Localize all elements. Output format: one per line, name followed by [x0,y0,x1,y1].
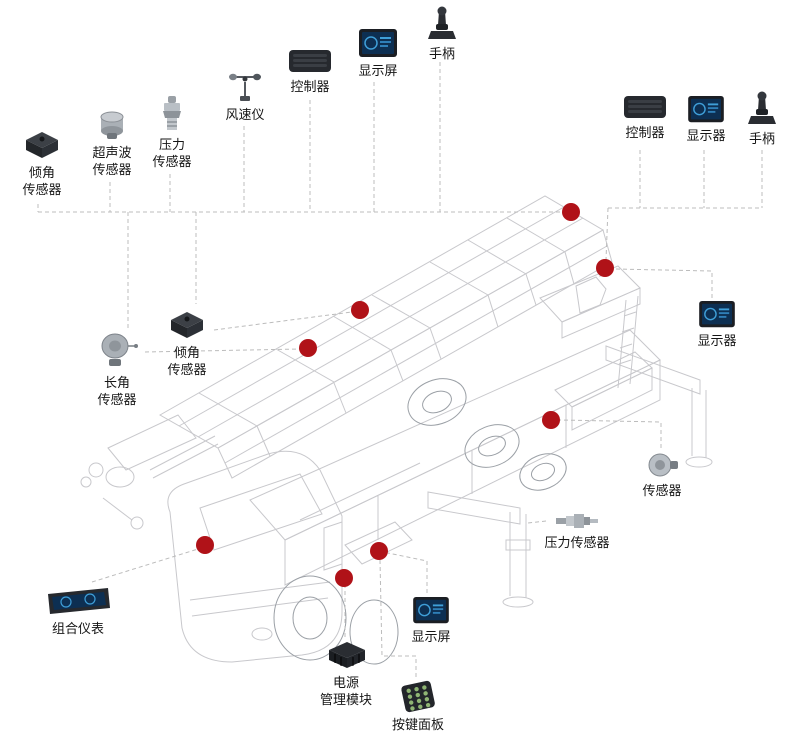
component-label: 长角 传感器 [97,376,137,408]
display-icon [358,28,398,60]
component-label: 电源 管理模块 [319,676,372,708]
component-label: 手柄 [428,47,455,62]
component-pressure-sensor-top: 压力 传感器 [144,94,200,171]
boom [158,195,613,479]
display-icon [698,300,736,330]
component-label: 压力传感器 [544,536,610,551]
component-label: 控制器 [625,126,665,141]
mount-point-dot [351,301,369,319]
tilt-sensor-icon [165,306,209,342]
instrument-cluster-icon [44,584,112,618]
mount-point-dot [596,259,614,277]
component-display-top: 显示屏 [350,28,406,80]
component-ultrasonic-sensor: 超声波 传感器 [84,108,140,179]
component-label: 压力 传感器 [152,138,192,170]
component-keypad: 按键面板 [382,678,454,734]
pressure-sensor-icon [157,94,187,134]
chassis [249,329,661,586]
cab [167,450,343,663]
component-controller-top: 控制器 [282,46,338,96]
keypad-icon [397,678,439,714]
mount-point-dot [542,411,560,429]
component-tilt-sensor-mid: 倾角 传感器 [156,306,218,379]
round-sensor-icon [644,450,680,480]
component-label: 风速仪 [225,108,265,123]
component-display-right: 显示器 [690,300,744,350]
component-label: 显示屏 [358,64,398,79]
component-label: 组合仪表 [51,622,104,637]
component-anemometer: 风速仪 [216,68,274,124]
component-label: 倾角 传感器 [22,166,62,198]
draw-wire-sensor-icon [95,330,139,372]
component-label: 控制器 [290,80,330,95]
display-icon [687,95,725,125]
connector-lines [37,62,763,677]
mount-point-dot [335,569,353,587]
component-joystick-topright: 手柄 [738,90,786,148]
component-instrument-cluster: 组合仪表 [38,584,118,638]
component-controller-topright: 控制器 [616,92,674,142]
pressure-sensor-icon [554,510,600,532]
component-tilt-sensor-top: 倾角 传感器 [10,126,74,199]
ultrasonic-sensor-icon [93,108,131,142]
power-module-icon [323,638,369,672]
component-label: 显示器 [686,129,726,144]
mount-point-dot [370,542,388,560]
component-label: 按键面板 [391,718,444,733]
joystick-icon [427,5,457,43]
mount-points [196,203,614,587]
controller-icon [622,92,668,122]
tilt-sensor-icon [20,126,64,162]
outriggers [427,345,713,608]
operator-platform [539,262,641,389]
component-label: 手柄 [748,132,775,147]
mount-point-dot [196,536,214,554]
component-sensor-right: 传感器 [636,450,688,500]
component-joystick-top: 手柄 [416,5,468,63]
component-display-bottom: 显示屏 [402,596,460,646]
anemometer-icon [227,68,263,104]
component-pressure-sensor-right: 压力传感器 [532,510,622,552]
component-draw-wire-sensor: 长角 传感器 [86,330,148,409]
boom-base [80,414,219,530]
joystick-icon [747,90,777,128]
component-power-module: 电源 管理模块 [308,638,384,709]
component-label: 倾角 传感器 [167,346,207,378]
truck-wireframe [80,195,713,665]
controller-icon [287,46,333,76]
component-label: 传感器 [642,484,682,499]
mount-point-dot [562,203,580,221]
component-label: 显示屏 [411,630,451,645]
mount-point-dot [299,339,317,357]
component-display-topright: 显示器 [680,95,732,145]
component-label: 超声波 传感器 [92,146,132,178]
component-label: 显示器 [697,334,737,349]
wheels [273,378,567,665]
display-icon [412,596,450,626]
